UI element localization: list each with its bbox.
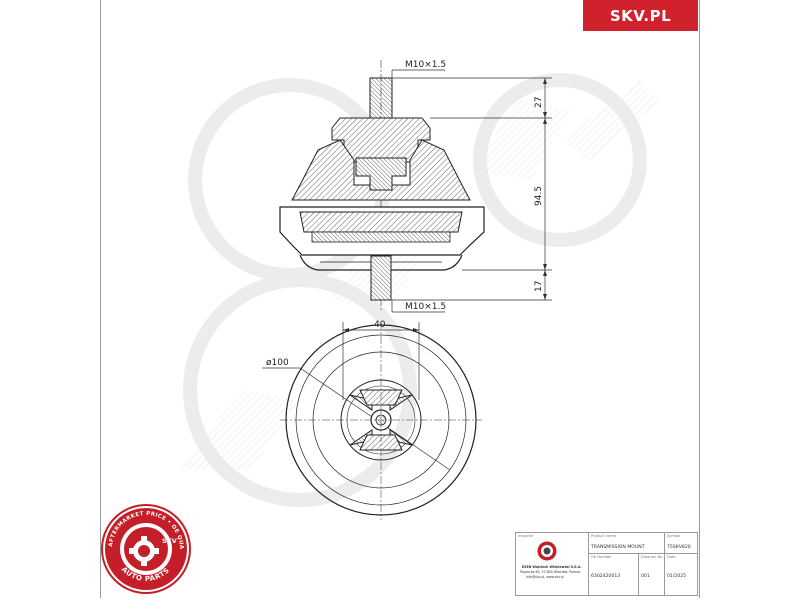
symbol-value: 75SKV820	[667, 545, 691, 550]
housing-mid-plate	[311, 231, 451, 243]
date-label: Date	[667, 555, 676, 559]
company-line-2: Paprocka 65, 57-600 Wrocław, Poland	[520, 570, 580, 574]
dim-total-height: 94.5	[534, 186, 544, 206]
product-name-cell: Product name TRANSMISSION MOUNT	[589, 533, 665, 554]
badge-center-text: SKV	[162, 537, 177, 545]
quality-badge: AFTERMARKET PRICE • OE QUALITY AUTO PART…	[100, 503, 191, 594]
symbol-label: Symbol	[667, 534, 681, 538]
date-cell: Date 01/2025	[665, 554, 697, 595]
brand-site-label: SKV.PL	[609, 6, 672, 25]
dim-top-height: 27	[534, 97, 544, 108]
product-label: Product name	[591, 534, 616, 538]
inner-core	[355, 157, 407, 191]
diagram-cell: Diagram No. 001	[639, 554, 665, 595]
housing-inner-plate	[299, 211, 463, 233]
product-name: TRANSMISSION MOUNT	[591, 545, 645, 550]
rubber-body	[291, 139, 471, 201]
bottom-stud	[370, 255, 392, 301]
oe-number: 6302420013	[591, 574, 621, 579]
date-value: 01/2025	[667, 574, 687, 579]
diagram-label: Diagram No.	[641, 555, 664, 559]
dim-diameter: ø100	[266, 358, 289, 368]
diagram-number: 001	[641, 574, 650, 579]
importer-cell: Importer ESEN Wojciech Wiśniewski S.K.A.…	[516, 533, 589, 595]
drawing-frame	[100, 0, 700, 598]
importer-label: Importer	[518, 534, 534, 538]
dim-bottom-height: 17	[534, 281, 544, 292]
oe-label: OE Number	[591, 555, 612, 559]
dimension-lines	[262, 69, 552, 471]
symbol-cell: Symbol 75SKV820	[665, 533, 697, 554]
company-line-3: info@skv.pl, www.skv.pl	[526, 575, 564, 579]
title-block: Importer ESEN Wojciech Wiśniewski S.K.A.…	[515, 532, 698, 596]
bottom-view-ribs	[349, 389, 413, 451]
dim-thread-top: M10×1.5	[405, 60, 446, 70]
brand-banner[interactable]: SKV.PL	[583, 0, 698, 31]
company-line-1: ESEN Wojciech Wiśniewski S.K.A.	[522, 565, 582, 569]
company-logo-icon	[537, 541, 557, 561]
oe-number-cell: OE Number 6302420013	[589, 554, 639, 595]
dim-thread-bottom: M10×1.5	[405, 302, 446, 312]
